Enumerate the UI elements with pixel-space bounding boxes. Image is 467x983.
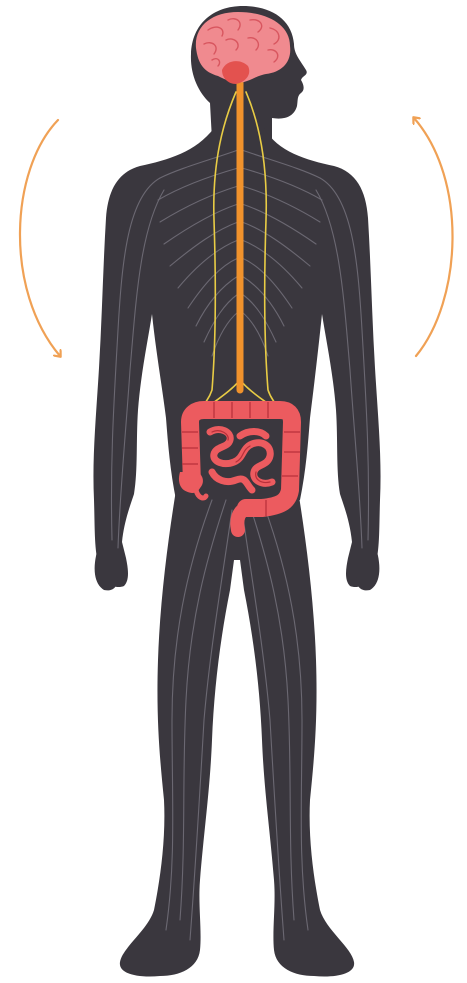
curved-arrow-down-icon [20,120,60,356]
hips-and-legs [120,490,354,976]
curved-arrow-up-icon [414,118,453,356]
